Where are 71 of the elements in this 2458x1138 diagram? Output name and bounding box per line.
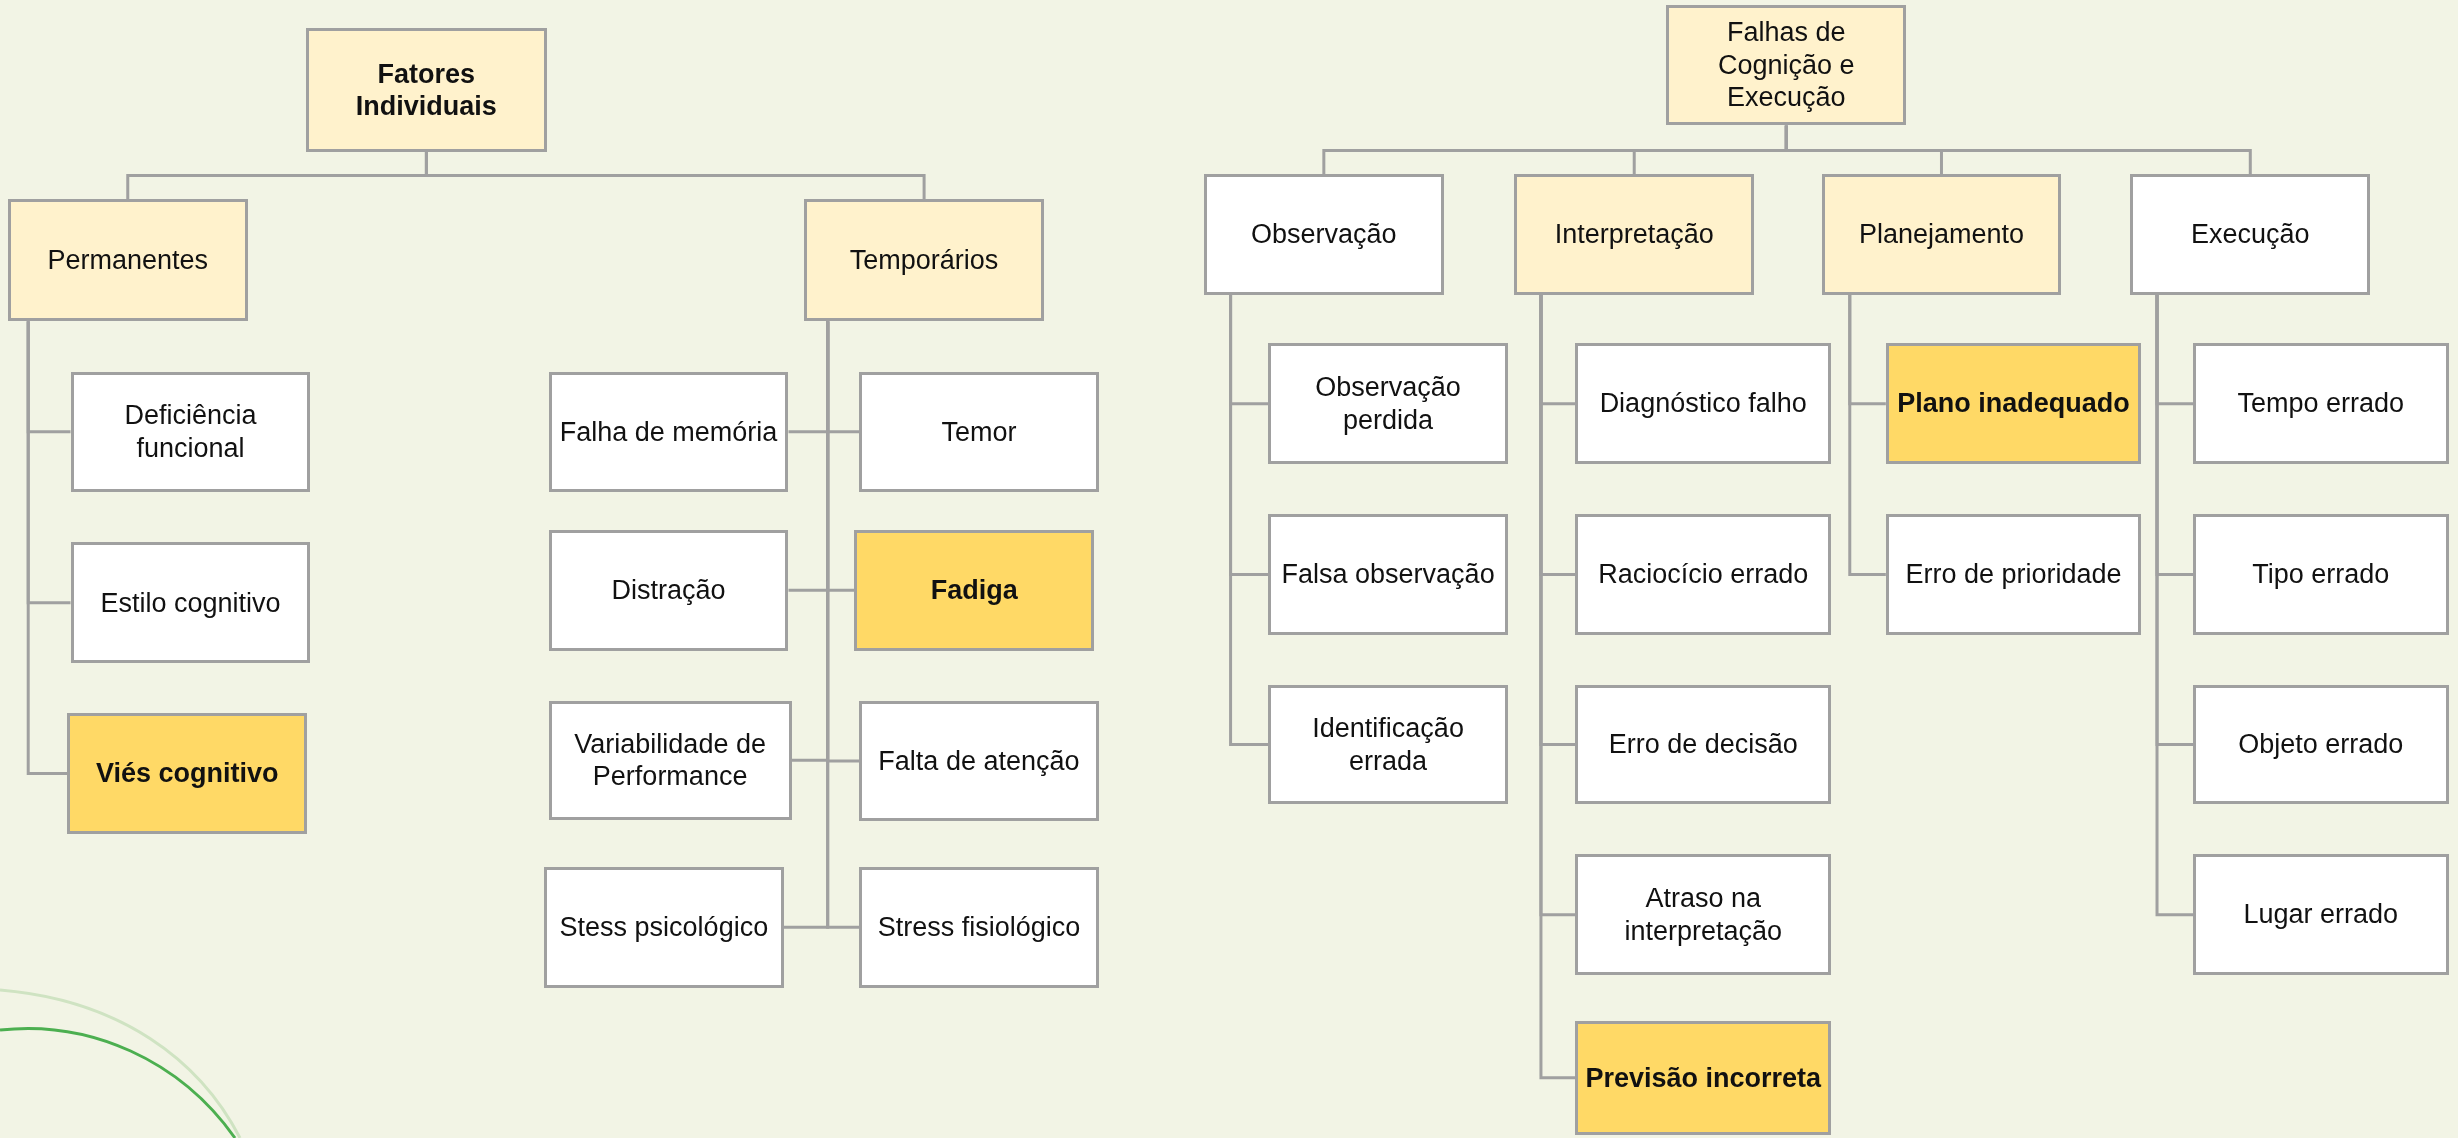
category-box [1268, 685, 1508, 805]
box-label: Stess psicológico [559, 911, 769, 944]
box-label: Plano inadequado [1897, 387, 2130, 420]
box-label: Erro de prioridade [1905, 558, 2122, 591]
box-label: Observação [1251, 218, 1397, 251]
box-label: Planejamento [1858, 218, 2024, 251]
box-label: Estilo cognitivo [100, 586, 281, 619]
category-box [305, 28, 548, 153]
box-label: Tipo errado [2252, 558, 2390, 591]
category-box [859, 371, 1099, 493]
category-box [1666, 4, 1907, 126]
category-box [1885, 343, 2142, 464]
box-label: Interpretação [1554, 218, 1714, 251]
category-box [1268, 514, 1508, 635]
category-box [859, 866, 1099, 988]
box-label: Raciocício errado [1598, 558, 1809, 591]
category-box [1575, 514, 1831, 635]
box-label: Diagnóstico falho [1599, 387, 1807, 420]
box-label: Temporários [849, 244, 999, 277]
category-box [1885, 514, 2142, 635]
box-label: Lugar errado [2243, 898, 2399, 931]
category-box [67, 713, 308, 834]
box-label: Deficiência funcional [123, 399, 258, 465]
category-box [1575, 343, 1831, 464]
category-box [2193, 514, 2449, 635]
category-box [7, 199, 248, 322]
category-box [548, 700, 792, 820]
box-label: Erro de decisão [1608, 728, 1798, 761]
box-label: Falsa observação [1281, 558, 1495, 591]
box-label: Identificação errada [1311, 712, 1465, 777]
category-box [1821, 174, 2062, 295]
category-box [2193, 685, 2449, 805]
category-box [854, 529, 1095, 651]
category-box [2193, 854, 2449, 976]
category-box [859, 700, 1099, 822]
box-label: Viés cognitivo [96, 757, 279, 790]
box-label: Falta de atenção [878, 744, 1080, 778]
category-box [2130, 174, 2371, 295]
box-label: Objeto errado [2238, 728, 2404, 761]
category-box [1203, 174, 1444, 295]
box-label: Execução [2191, 218, 2310, 251]
category-box [804, 199, 1044, 322]
category-box [2193, 343, 2449, 464]
box-label: Distração [611, 574, 726, 607]
box-label: Variabilidade de Performance [573, 727, 767, 793]
connector-line [424, 152, 926, 200]
box-label: Stress fisiológico [877, 911, 1081, 944]
box-label: Atraso na interpretação [1623, 882, 1783, 948]
category-box [70, 371, 311, 493]
category-box [548, 529, 789, 651]
category-box [1268, 343, 1508, 464]
box-label: Falhas de Cognição e Execução [1716, 16, 1856, 114]
category-box [548, 371, 789, 493]
box-label: Permanentes [47, 244, 209, 277]
connector-line [1848, 294, 1886, 577]
box-label: Temor [941, 415, 1017, 449]
box-label: Previsão incorreta [1585, 1061, 1821, 1094]
category-box [1575, 685, 1831, 805]
connector-line [26, 321, 68, 776]
box-label: Tempo errado [2237, 387, 2405, 420]
category-box [1575, 854, 1831, 976]
connector-line [2155, 294, 2194, 917]
category-box [543, 866, 784, 988]
category-box [1575, 1020, 1831, 1135]
box-label: Fatores Individuais [354, 57, 498, 123]
connector-line [1784, 125, 2252, 174]
box-label: Fadiga [930, 574, 1018, 607]
category-box [1514, 174, 1755, 295]
box-label: Falha de memória [559, 415, 778, 449]
category-box [70, 542, 311, 664]
box-label: Observação perdida [1314, 371, 1462, 437]
